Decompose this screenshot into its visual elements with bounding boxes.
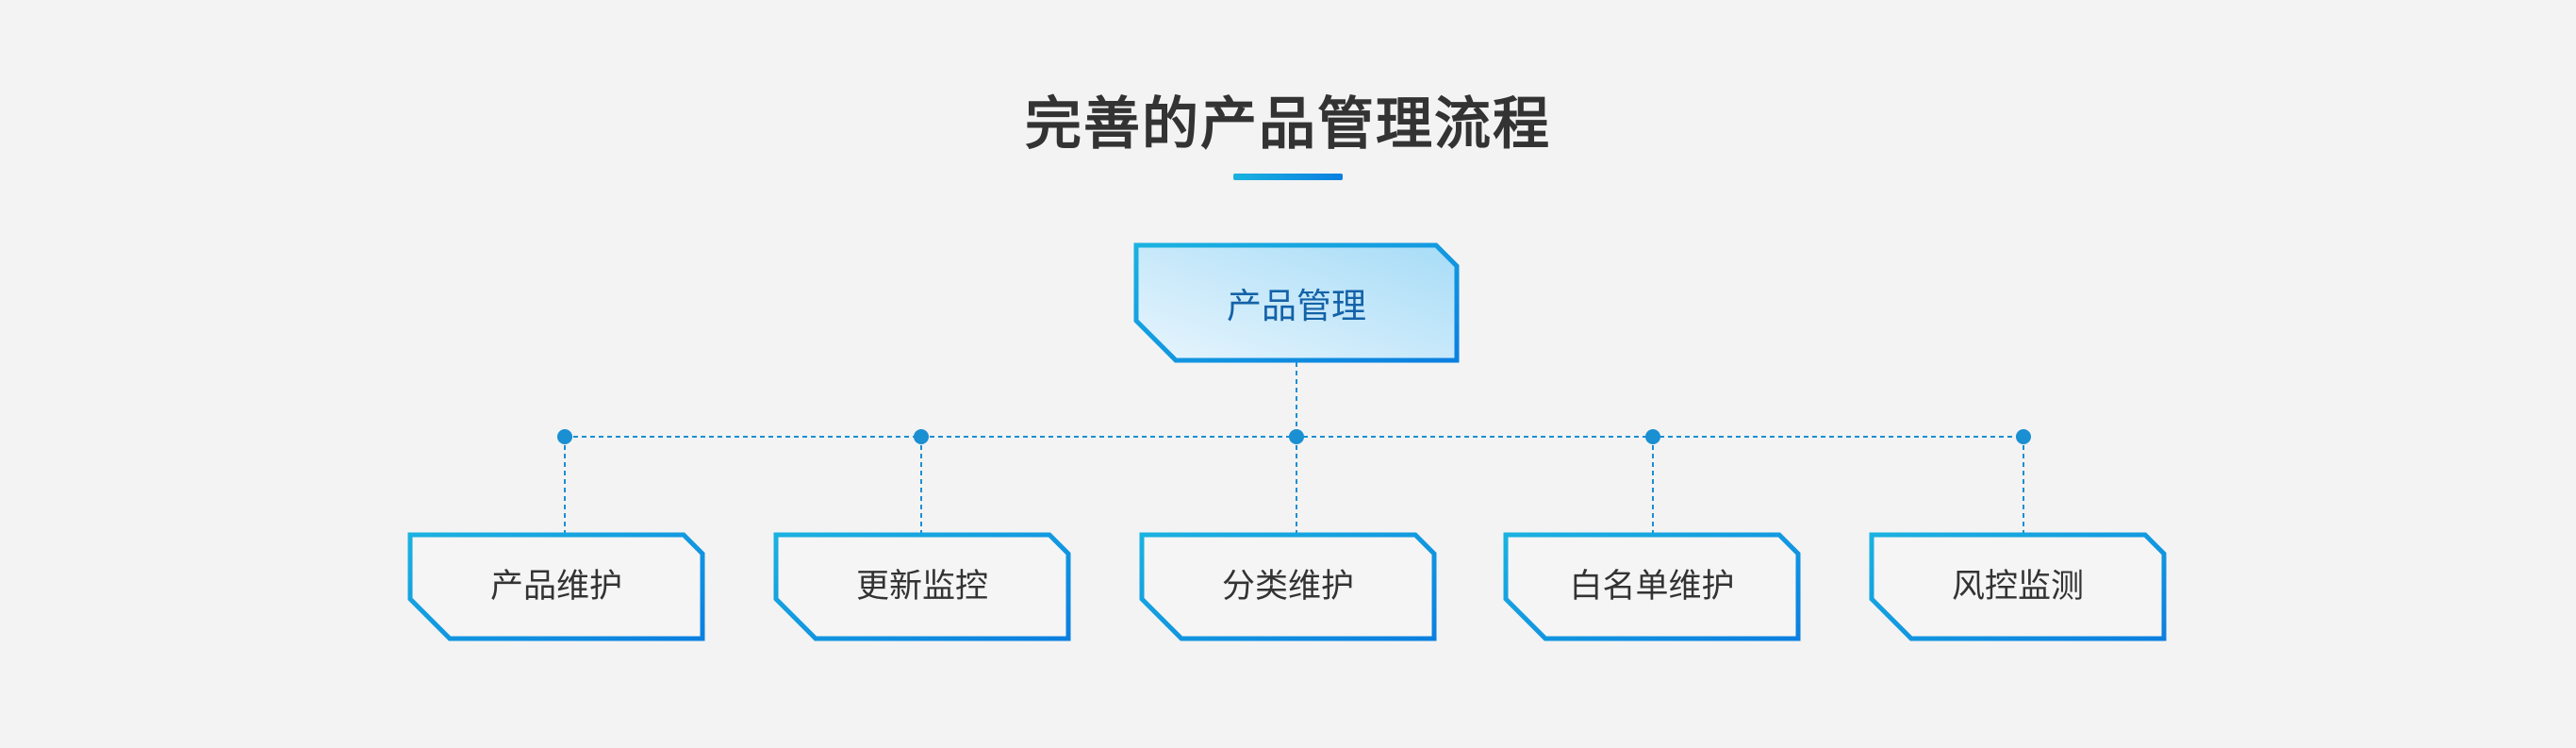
child-node-box-4	[1503, 532, 1801, 641]
connector-dot-4	[1645, 429, 1660, 444]
child-node-label-5: 风控监测	[1951, 568, 2084, 606]
connector-dot-3	[1289, 429, 1304, 444]
child-node-label-2: 更新监控	[855, 568, 988, 606]
child-node-label-1: 产品维护	[489, 568, 622, 606]
connector-dot-1	[557, 429, 572, 444]
connector-dot-5	[2016, 429, 2031, 444]
child-node-box-1	[407, 532, 705, 641]
connectors	[557, 362, 2031, 533]
child-node-label-4: 白名单维护	[1569, 568, 1735, 606]
child-node-label-3: 分类维护	[1221, 568, 1354, 606]
page-title: 完善的产品管理流程	[1025, 91, 1551, 158]
child-node-box-2	[773, 532, 1071, 641]
child-node-box-5	[1869, 532, 2167, 641]
root-node-box	[1133, 242, 1460, 363]
root-node-label: 产品管理	[1227, 286, 1366, 326]
child-node-box-3	[1139, 532, 1437, 641]
nodes	[407, 242, 2167, 641]
title-underline	[1233, 174, 1343, 180]
connector-dot-2	[914, 429, 929, 444]
